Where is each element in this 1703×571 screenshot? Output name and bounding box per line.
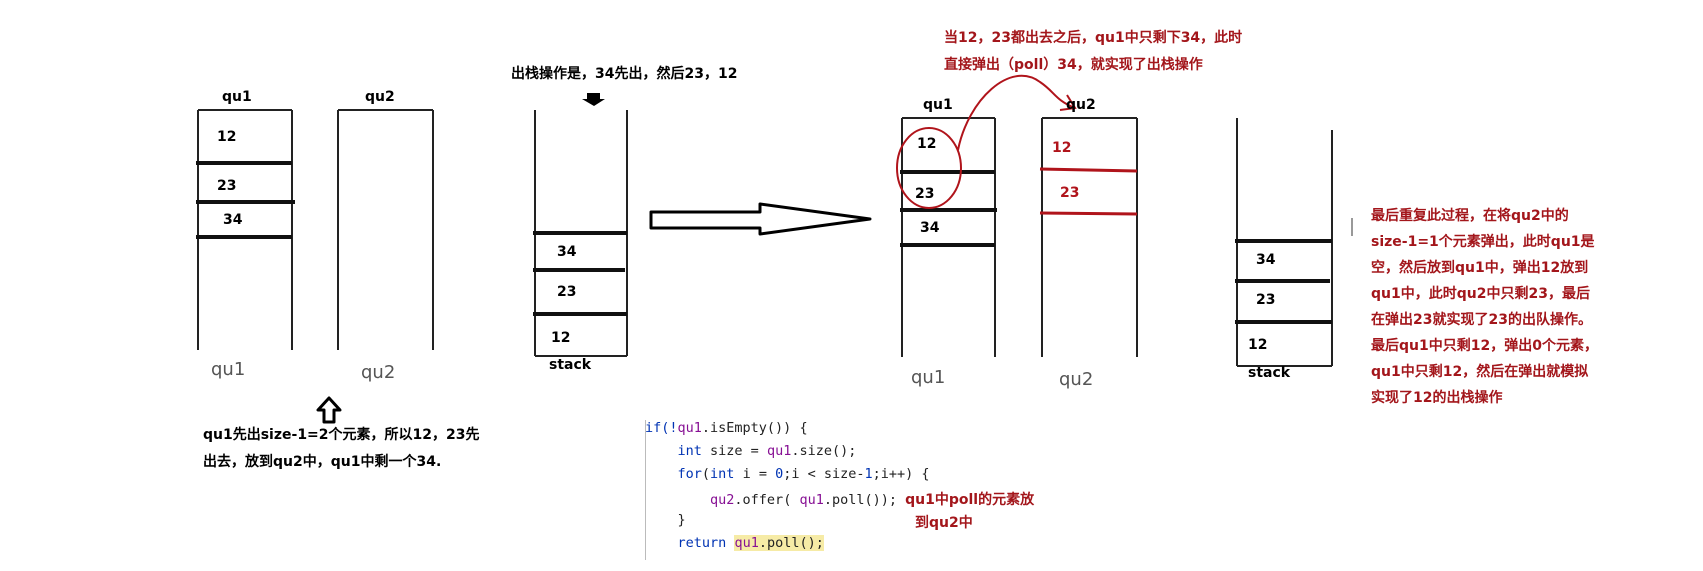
code-token: for: [677, 466, 702, 482]
panel4-stack-dividers: [1235, 239, 1332, 324]
panel2-stack-item: 34: [557, 244, 577, 260]
code-token: .poll());: [823, 492, 906, 508]
code-token: .size();: [791, 443, 857, 459]
code-annotation: qu1中poll的元素放: [905, 492, 1035, 508]
panel3-qu2-item: 12: [1052, 140, 1072, 156]
big-right-arrow-icon: [649, 202, 872, 236]
panel4-note-line: 最后重复此过程，在将qu2中的: [1371, 208, 1569, 224]
panel1-qu1-item: 34: [223, 212, 243, 228]
code-line: int size = qu1.size();: [645, 443, 1034, 466]
code-snippet: if(!qu1.isEmpty()) { int size = qu1.size…: [645, 420, 1034, 558]
code-token: .offer(: [734, 492, 800, 508]
panel1-caption-line: qu1先出size-1=2个元素，所以12，23先: [203, 427, 480, 443]
code-annotation: 到qu2中: [915, 515, 973, 531]
panel1-qu2-footer: qu2: [361, 362, 396, 383]
code-token: if(!: [645, 420, 678, 436]
panel4-stack-item: 12: [1248, 337, 1268, 353]
code-token: .isEmpty()) {: [701, 420, 808, 436]
code-token: return: [677, 535, 727, 551]
panel2-stack-item: 12: [551, 330, 571, 346]
panel4-note-line: qu1中，此时qu2中只剩23，最后: [1371, 286, 1590, 302]
code-token: ;i++) {: [872, 466, 930, 482]
panel1-qu1-item: 12: [217, 129, 237, 145]
panel1-qu1-queue: [197, 109, 293, 350]
code-token: ;i < size-: [783, 466, 865, 482]
panel1-qu1-header: qu1: [222, 89, 252, 105]
code-line: return qu1.poll();: [645, 535, 1034, 558]
code-token: qu2: [710, 492, 735, 508]
panel1-caption-line: 出去，放到qu2中，qu1中剩一个34.: [203, 454, 442, 470]
red-curve-arrow: [957, 75, 1076, 151]
up-arrow-icon: [316, 396, 342, 424]
panel3-qu2-dividers: [1039, 167, 1138, 216]
panel3-note-line: 当12，23都出去之后，qu1中只剩下34，此时: [944, 30, 1243, 46]
code-token: size =: [701, 443, 767, 459]
panel2-stack-label: stack: [549, 357, 592, 373]
panel3-qu1-item: 34: [920, 220, 940, 236]
code-token: 1: [864, 466, 873, 482]
code-gutter-line: [645, 420, 646, 560]
code-token: .poll();: [758, 535, 824, 551]
panel1-qu2-header: qu2: [365, 89, 395, 105]
code-token: (: [701, 466, 711, 482]
panel4-note-line: 在弹出23就实现了23的出队操作。: [1371, 312, 1592, 328]
panel1-qu1-item: 23: [217, 178, 237, 194]
panel3-qu2-footer: qu2: [1059, 369, 1094, 390]
code-token: [645, 535, 678, 551]
panel4-stack-item: 34: [1256, 252, 1276, 268]
code-token: [645, 443, 678, 459]
panel4-stack-label: stack: [1248, 365, 1291, 381]
panel3-qu1-dividers: [900, 170, 997, 247]
code-token: [645, 492, 710, 508]
panel1-qu2-queue: [337, 109, 434, 350]
code-token: qu1: [734, 535, 759, 551]
panel3-qu1-item: 12: [917, 136, 937, 152]
code-token: qu1: [766, 443, 792, 459]
panel4-note-line: qu1中只剩12，然后在弹出就模拟: [1371, 364, 1589, 380]
panel4-note: 最后重复此过程，在将qu2中的 size-1=1个元素弹出，此时qu1是 空，然…: [1371, 203, 1598, 411]
code-token: 0: [775, 466, 784, 482]
panel2-stack-dividers: [533, 231, 627, 316]
panel4-note-line: size-1=1个元素弹出，此时qu1是: [1371, 234, 1595, 250]
code-token: qu1: [799, 492, 824, 508]
code-token: int: [677, 443, 702, 459]
code-token: [645, 466, 678, 482]
panel4-note-line: 实现了12的出栈操作: [1371, 390, 1503, 406]
panel3-qu1-item: 23: [915, 186, 935, 202]
panel3-qu1-header: qu1: [923, 97, 953, 113]
code-line: if(!qu1.isEmpty()) {: [645, 420, 1034, 443]
panel4-stack-item: 23: [1256, 292, 1276, 308]
down-arrow-icon: [582, 93, 605, 106]
code-line: for(int i = 0;i < size-1;i++) {: [645, 466, 1034, 489]
panel3-qu2-header: qu2: [1066, 97, 1096, 113]
code-token: }: [645, 512, 686, 528]
panel2-caption: 出栈操作是，34先出，然后23，12: [511, 66, 738, 82]
panel4-note-line: 空，然后放到qu1中，弹出12放到: [1371, 260, 1589, 276]
highlight-circle: [896, 127, 962, 209]
code-line: } 到qu2中: [645, 512, 1034, 535]
panel3-qu2-queue: [1041, 117, 1138, 357]
panel3-qu2-item: 23: [1060, 185, 1080, 201]
panel1-qu1-footer: qu1: [211, 359, 246, 380]
panel3-note-line: 直接弹出（poll）34，就实现了出栈操作: [944, 57, 1203, 73]
panel1-qu1-dividers: [196, 161, 295, 239]
panel3-qu1-footer: qu1: [911, 367, 946, 388]
code-token: i =: [734, 466, 776, 482]
panel3-qu1-queue: [901, 117, 996, 357]
red-arrowhead-icon: [1059, 94, 1077, 111]
code-line: qu2.offer( qu1.poll()); qu1中poll的元素放: [645, 489, 1034, 512]
code-token: int: [710, 466, 735, 482]
panel4-note-line: 最后qu1中只剩12，弹出0个元素，: [1371, 338, 1598, 354]
panel2-stack-item: 23: [557, 284, 577, 300]
code-token: qu1: [677, 420, 702, 436]
